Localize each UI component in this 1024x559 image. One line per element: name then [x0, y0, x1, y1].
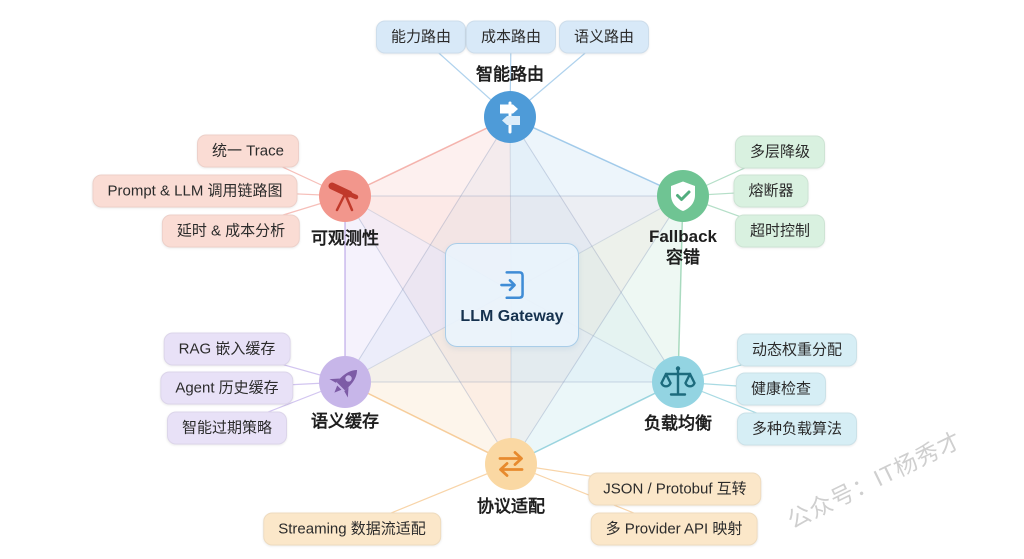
feature-tag: 延时 & 成本分析 [161, 214, 301, 248]
node-label-protocol-adaptation: 协议适配 [477, 497, 545, 516]
feature-tag: 语义路由 [558, 20, 650, 54]
rocket-icon [319, 356, 371, 408]
signpost-icon [484, 91, 536, 143]
feature-tag: RAG 嵌入缓存 [163, 332, 291, 366]
center-title: LLM Gateway [460, 307, 564, 325]
feature-tag: 统一 Trace [197, 134, 299, 168]
feature-tag: Prompt & LLM 调用链路图 [92, 174, 298, 208]
gateway-door-icon [500, 270, 524, 299]
balance-scale-icon [652, 356, 704, 408]
telescope-icon [319, 170, 371, 222]
feature-tag: 多 Provider API 映射 [590, 512, 758, 546]
node-label-smart-routing: 智能路由 [476, 65, 544, 84]
feature-tag: 多层降级 [734, 135, 826, 169]
feature-tag: 能力路由 [375, 20, 467, 54]
node-label-semantic-cache: 语义缓存 [311, 412, 379, 431]
feature-tag: 超时控制 [734, 214, 826, 248]
node-label-observability: 可观测性 [311, 229, 379, 248]
feature-tag: JSON / Protobuf 互转 [588, 472, 762, 506]
node-label-fallback: Fallback 容错 [648, 227, 718, 267]
feature-tag: 熔断器 [733, 174, 809, 208]
node-label-load-balancing: 负载均衡 [644, 414, 712, 433]
feature-tag: Agent 历史缓存 [160, 371, 294, 405]
feature-tag: Streaming 数据流适配 [263, 512, 441, 546]
feature-tag: 多种负载算法 [736, 412, 858, 446]
feature-tag: 智能过期策略 [166, 411, 288, 445]
feature-tag: 成本路由 [465, 20, 557, 54]
swap-arrows-icon [485, 438, 537, 490]
feature-tag: 健康检查 [735, 372, 827, 406]
llm-gateway-card: LLM Gateway [445, 243, 579, 347]
feature-tag: 动态权重分配 [736, 333, 858, 367]
shield-check-icon [657, 170, 709, 222]
